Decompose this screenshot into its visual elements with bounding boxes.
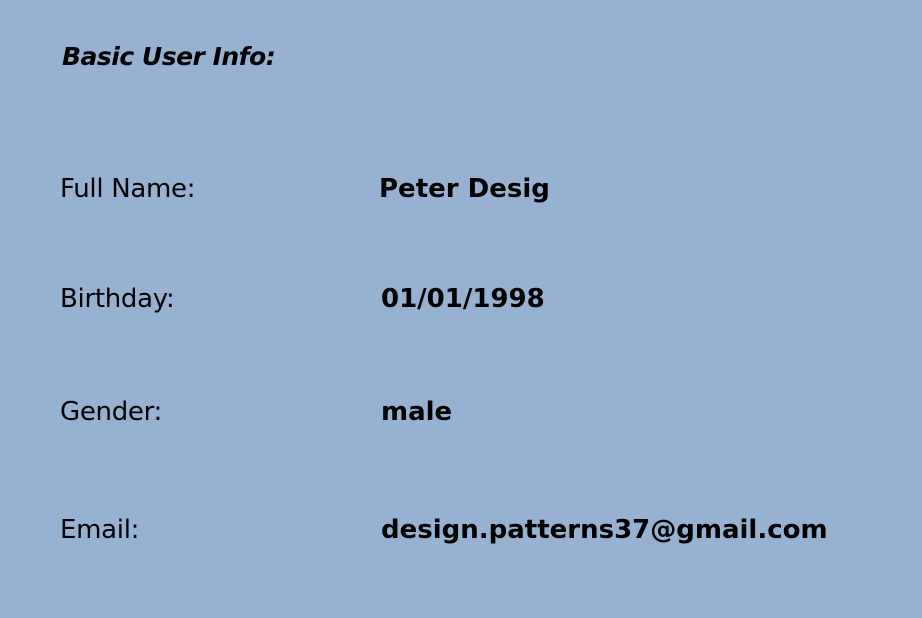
full-name-label: Full Name: xyxy=(60,174,196,204)
birthday-label: Birthday: xyxy=(60,284,175,314)
field-row-birthday: Birthday: 01/01/1998 xyxy=(60,284,900,324)
gender-label: Gender: xyxy=(60,397,163,427)
field-row-full-name: Full Name: Peter Desig xyxy=(60,174,900,214)
full-name-value: Peter Desig xyxy=(379,174,550,204)
email-value: design.patterns37@gmail.com xyxy=(381,515,828,545)
birthday-value: 01/01/1998 xyxy=(381,284,545,314)
field-row-email: Email: design.patterns37@gmail.com xyxy=(60,515,900,555)
gender-value: male xyxy=(381,397,453,427)
section-title: Basic User Info: xyxy=(62,42,276,71)
field-row-gender: Gender: male xyxy=(60,397,900,437)
email-label: Email: xyxy=(60,515,140,545)
